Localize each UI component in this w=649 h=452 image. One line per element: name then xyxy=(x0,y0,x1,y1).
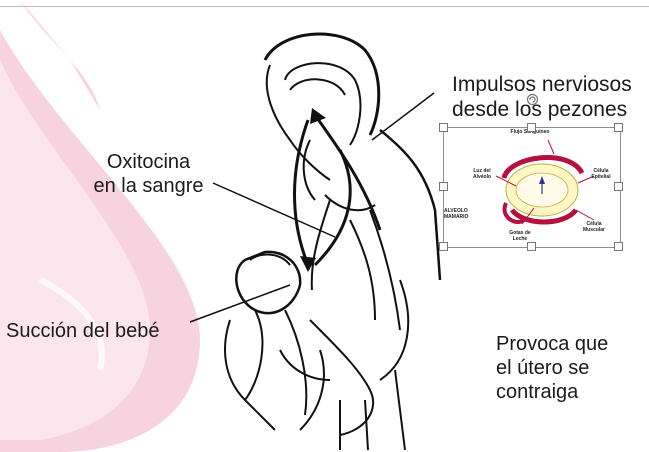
resize-handle-bottom-left[interactable] xyxy=(439,242,448,251)
inset-label-luz-line2: Alvéolo xyxy=(462,174,502,180)
inset-label-celula-muscular-line2: Muscular xyxy=(574,227,614,233)
label-provoca-line2: el útero se xyxy=(496,356,646,380)
inset-label-alveolo-line2: MAMARIO xyxy=(444,214,486,220)
resize-handle-top-right[interactable] xyxy=(614,123,623,132)
selected-alveolus-image[interactable]: Flujo Sanguíneo Luz del Alvéolo Célula E… xyxy=(443,127,621,248)
label-impulsos: Impulsos nerviosos desde los pezones xyxy=(452,72,649,122)
label-oxitocina-line2: en la sangre xyxy=(86,174,211,198)
inset-label-celula-muscular: Célula Muscular xyxy=(574,221,614,233)
inset-label-luz: Luz del Alvéolo xyxy=(462,168,502,180)
resize-handle-top[interactable] xyxy=(527,123,536,132)
resize-handle-left[interactable] xyxy=(439,182,448,191)
inset-label-celula-epitelial: Célula Epitelial xyxy=(584,168,618,180)
label-oxitocina-line1: Oxitocina xyxy=(86,150,211,174)
label-impulsos-line1: Impulsos nerviosos xyxy=(452,72,649,97)
label-oxitocina: Oxitocina en la sangre xyxy=(86,150,211,198)
label-provoca-line3: contraiga xyxy=(496,380,646,404)
label-succion: Succión del bebé xyxy=(6,319,159,343)
resize-handle-bottom-right[interactable] xyxy=(614,242,623,251)
label-provoca-line1: Provoca que xyxy=(496,332,646,356)
label-provoca: Provoca que el útero se contraiga xyxy=(496,332,646,404)
resize-handle-right[interactable] xyxy=(614,182,623,191)
inset-label-celula-epitelial-line2: Epitelial xyxy=(584,174,618,180)
rotate-icon[interactable] xyxy=(526,93,539,106)
inset-label-gotas: Gotas de Leche xyxy=(500,230,540,242)
resize-handle-bottom[interactable] xyxy=(527,242,536,251)
inset-label-alveolo: ALVEOLO MAMARIO xyxy=(444,208,486,220)
resize-handle-top-left[interactable] xyxy=(439,123,448,132)
label-impulsos-line2: desde los pezones xyxy=(452,97,649,122)
